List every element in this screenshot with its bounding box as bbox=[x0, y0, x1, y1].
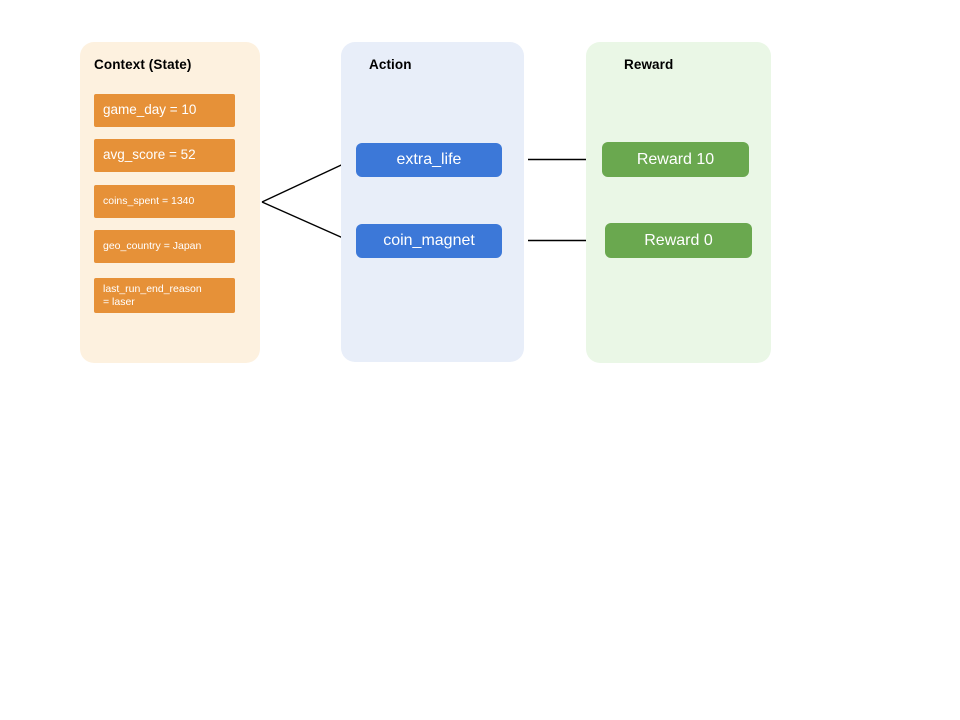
reward-panel bbox=[586, 42, 771, 363]
context-chip-game-day[interactable]: game_day = 10 bbox=[94, 94, 235, 127]
action-panel-title: Action bbox=[369, 57, 412, 72]
reward-box-reward-0[interactable]: Reward 0 bbox=[605, 223, 752, 258]
context-panel-title: Context (State) bbox=[94, 57, 192, 72]
action-box-extra-life[interactable]: extra_life bbox=[356, 143, 502, 177]
reward-box-reward-10[interactable]: Reward 10 bbox=[602, 142, 749, 177]
context-chip-avg-score[interactable]: avg_score = 52 bbox=[94, 139, 235, 172]
action-box-coin-magnet[interactable]: coin_magnet bbox=[356, 224, 502, 258]
edge-context-to-extra-life bbox=[261, 159, 353, 203]
action-panel bbox=[341, 42, 524, 362]
context-chip-geo-country[interactable]: geo_country = Japan bbox=[94, 230, 235, 263]
reward-panel-title: Reward bbox=[624, 57, 674, 72]
edge-context-to-coin-magnet bbox=[261, 201, 353, 243]
context-chip-coins-spent[interactable]: coins_spent = 1340 bbox=[94, 185, 235, 218]
context-chip-last-run-end-reason[interactable]: last_run_end_reason = laser bbox=[94, 278, 235, 313]
